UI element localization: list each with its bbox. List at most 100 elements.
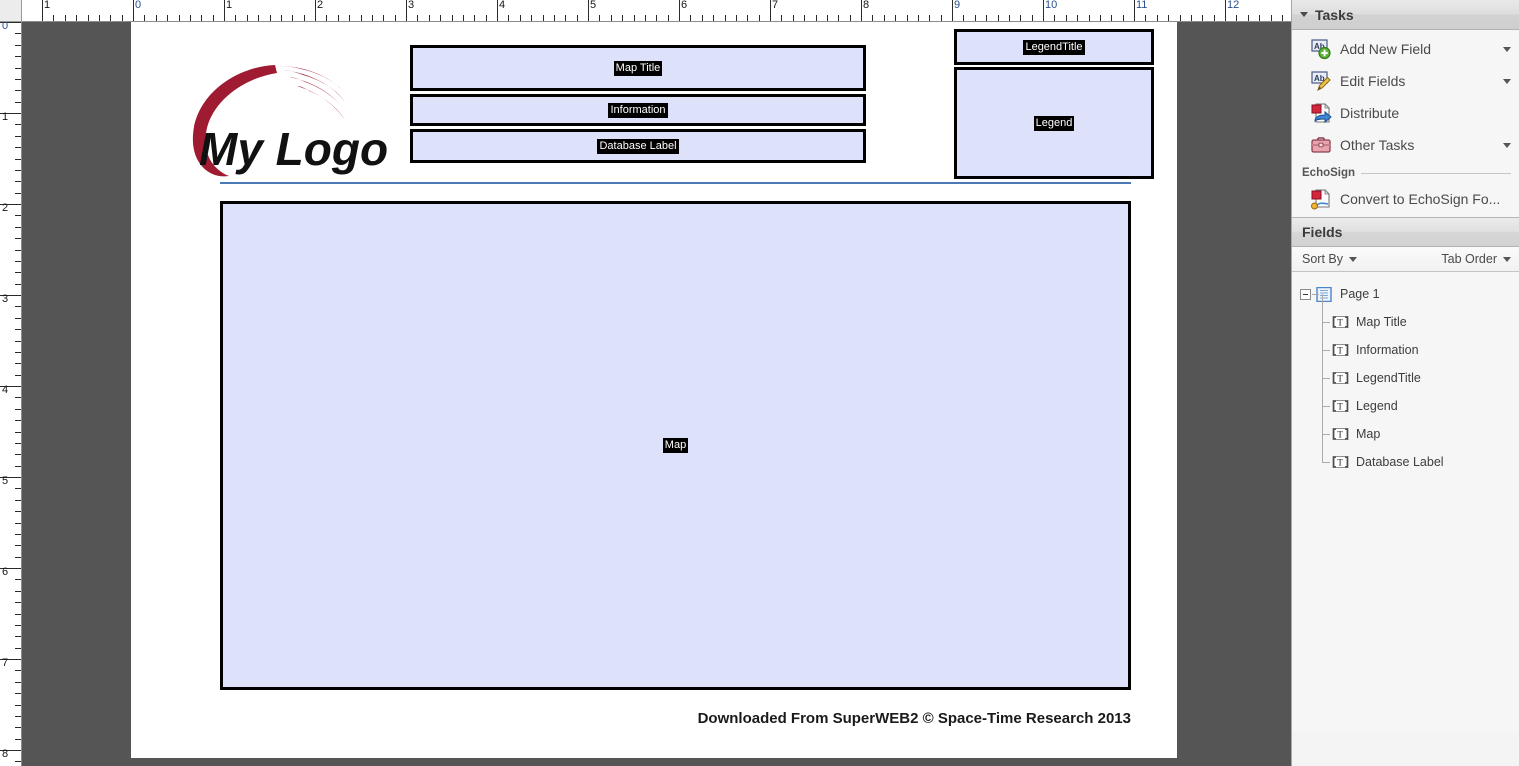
ruler-minor-tick	[15, 101, 21, 103]
task-edit-fields[interactable]: Ab Edit Fields	[1292, 65, 1519, 97]
ruler-label: 0	[135, 0, 142, 11]
tree-item-label: Map	[1356, 427, 1381, 441]
ruler-label: 7	[772, 0, 779, 11]
ruler-minor-tick	[15, 363, 21, 365]
ruler-minor-tick	[15, 465, 21, 467]
ruler-minor-tick	[986, 15, 988, 21]
text-field-icon: T	[1332, 455, 1349, 470]
ruler-minor-tick	[15, 545, 21, 547]
ruler-minor-tick	[1088, 15, 1090, 21]
ruler-minor-tick	[701, 15, 703, 21]
ruler-minor-tick	[644, 15, 646, 21]
tree-connector	[1322, 294, 1323, 322]
form-field-legend[interactable]: Legend	[954, 67, 1154, 179]
text-field-icon: T	[1332, 427, 1349, 442]
ruler-minor-tick	[53, 15, 55, 21]
edit-fields-icon: Ab	[1310, 70, 1332, 92]
sort-by-dropdown[interactable]: Sort By	[1302, 252, 1357, 266]
form-field-database-label[interactable]: Database Label	[410, 129, 866, 163]
ruler-major-tick	[0, 204, 21, 205]
ruler-minor-tick	[758, 15, 760, 21]
ruler-minor-tick	[15, 454, 21, 456]
tree-item-label: LegendTitle	[1356, 371, 1421, 385]
ruler-minor-tick	[474, 15, 476, 21]
tree-item-page-1[interactable]: Page 1	[1292, 280, 1519, 308]
ruler-major-tick	[0, 113, 21, 114]
ruler-major-tick	[679, 0, 680, 21]
ruler-minor-tick	[337, 15, 339, 21]
fields-panel-header[interactable]: Fields	[1292, 217, 1519, 247]
tree-item-information[interactable]: T Information	[1292, 322, 1519, 364]
tree-item-map[interactable]: T Map	[1292, 406, 1519, 448]
chevron-down-icon[interactable]	[1503, 78, 1511, 84]
tree-connector	[1322, 378, 1323, 406]
document-canvas[interactable]: My Logo Map Title Information Database L…	[22, 22, 1291, 766]
ruler-major-tick	[952, 0, 953, 21]
ruler-major-tick	[0, 295, 21, 296]
ruler-label: 1	[2, 111, 9, 123]
ruler-minor-tick	[15, 124, 21, 126]
page-1[interactable]: My Logo Map Title Information Database L…	[131, 22, 1177, 758]
ruler-label: 1	[226, 0, 233, 11]
ruler-label: 12	[1227, 0, 1240, 11]
tree-item-legend[interactable]: T Legend	[1292, 378, 1519, 420]
collapse-expander-icon[interactable]	[1300, 288, 1311, 300]
chevron-down-icon[interactable]	[1503, 46, 1511, 52]
task-distribute[interactable]: Distribute	[1292, 97, 1519, 129]
ruler-minor-tick	[1065, 15, 1067, 21]
ruler-major-tick	[224, 0, 225, 21]
form-field-legend-title[interactable]: LegendTitle	[954, 29, 1154, 65]
ruler-minor-tick	[895, 15, 897, 21]
task-label: Convert to EchoSign Fo...	[1340, 191, 1501, 207]
ruler-minor-tick	[15, 727, 21, 729]
ruler-minor-tick	[15, 249, 21, 251]
ruler-minor-tick	[178, 15, 180, 21]
ruler-minor-tick	[15, 158, 21, 160]
ruler-major-tick	[133, 0, 134, 21]
ruler-minor-tick	[542, 15, 544, 21]
chevron-down-icon[interactable]	[1300, 12, 1308, 17]
form-field-map[interactable]: Map	[220, 201, 1131, 690]
ruler-minor-tick	[15, 636, 21, 638]
task-label: Edit Fields	[1340, 73, 1406, 89]
chevron-down-icon[interactable]	[1349, 256, 1357, 262]
echosign-group-header: EchoSign	[1292, 161, 1519, 183]
ruler-minor-tick	[326, 15, 328, 21]
add-field-icon: Ab	[1310, 38, 1332, 60]
ruler-minor-tick	[15, 533, 21, 535]
ruler-minor-tick	[64, 15, 66, 21]
text-field-icon: T	[1332, 343, 1349, 358]
ruler-minor-tick	[15, 397, 21, 399]
chevron-down-icon[interactable]	[1503, 142, 1511, 148]
ruler-minor-tick	[428, 15, 430, 21]
ruler-minor-tick	[1031, 15, 1033, 21]
task-label: Other Tasks	[1340, 137, 1415, 153]
ruler-minor-tick	[15, 488, 21, 490]
ruler-corner	[0, 0, 22, 22]
ruler-minor-tick	[917, 15, 919, 21]
tasks-panel-header[interactable]: Tasks	[1292, 0, 1519, 30]
form-field-map-title[interactable]: Map Title	[410, 45, 866, 91]
tree-item-database-label[interactable]: T Database Label	[1292, 434, 1519, 476]
tree-item-legend-title[interactable]: T LegendTitle	[1292, 350, 1519, 392]
ruler-minor-tick	[15, 647, 21, 649]
ruler-minor-tick	[15, 215, 21, 217]
task-convert-to-echosign-form[interactable]: Convert to EchoSign Fo...	[1292, 183, 1519, 215]
tab-order-dropdown[interactable]: Tab Order	[1441, 252, 1511, 266]
task-other-tasks[interactable]: Other Tasks	[1292, 129, 1519, 161]
chevron-down-icon[interactable]	[1503, 256, 1511, 262]
my-logo-graphic: My Logo	[192, 65, 388, 177]
tree-item-map-title[interactable]: T Map Title	[1292, 294, 1519, 336]
task-add-new-field[interactable]: Ab Add New Field	[1292, 33, 1519, 65]
ruler-label: 11	[1136, 0, 1148, 11]
ruler-minor-tick	[940, 15, 942, 21]
ruler-minor-tick	[1202, 15, 1204, 21]
form-field-information[interactable]: Information	[410, 94, 866, 126]
ruler-minor-tick	[633, 15, 635, 21]
tree-connector	[1322, 434, 1323, 462]
ruler-minor-tick	[201, 15, 203, 21]
tree-connector	[1322, 406, 1323, 434]
ruler-major-tick	[0, 477, 21, 478]
